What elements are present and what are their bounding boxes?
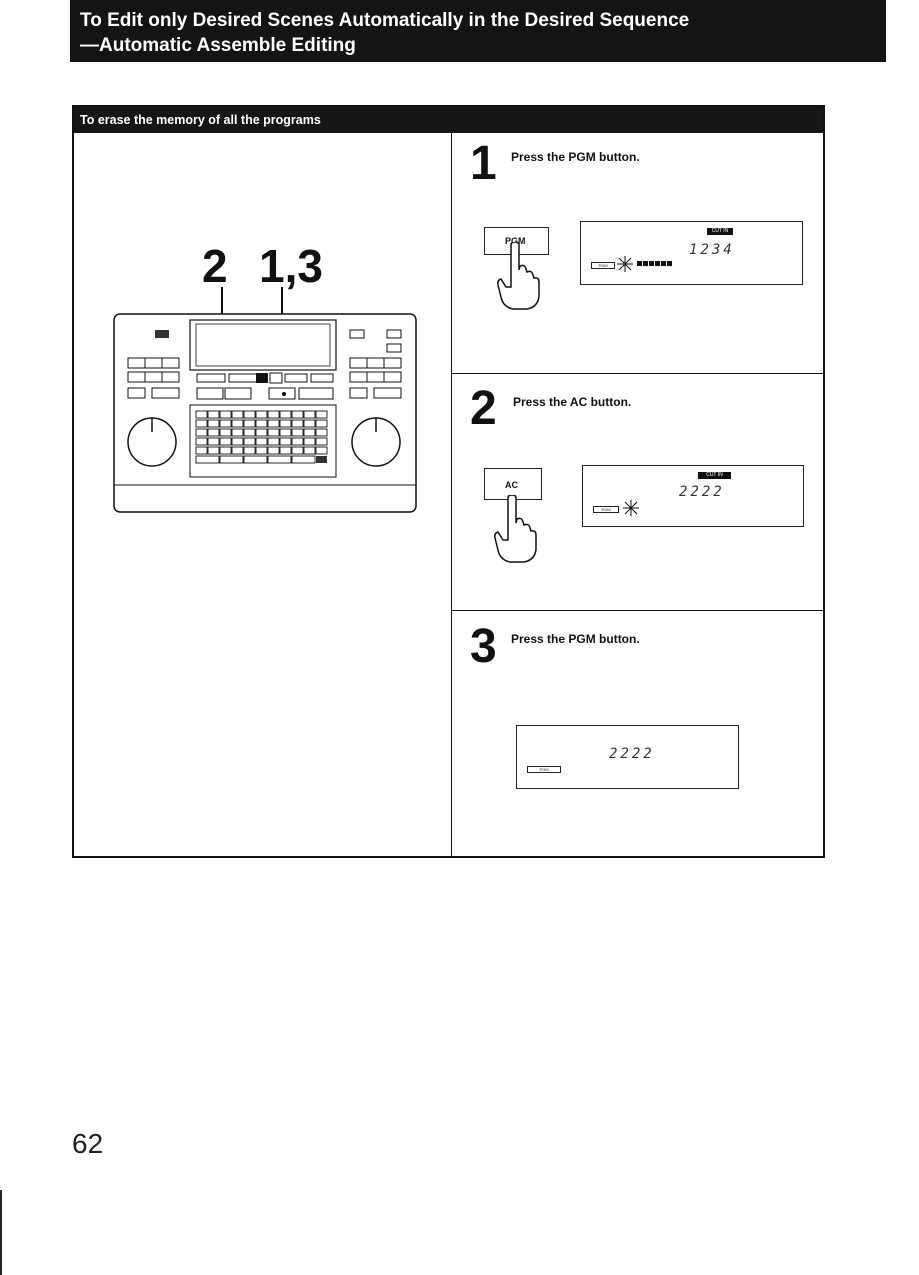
step-1-text: Press the PGM button.	[511, 150, 640, 164]
display-badge: CUT IN	[698, 472, 731, 479]
ac-button-label: AC	[505, 480, 518, 490]
display-panel-step-3: 2222 PGM	[516, 725, 739, 789]
page-header: To Edit only Desired Scenes Automaticall…	[70, 0, 886, 62]
pressing-hand-icon	[491, 495, 541, 563]
display-mode-indicator: PGM	[527, 766, 561, 773]
step-3-number: 3	[470, 623, 497, 671]
display-mode-indicator: PGM	[591, 262, 615, 269]
callout-steps-1-3: 1,3	[259, 243, 323, 289]
display-badge: CUT IN	[707, 228, 733, 235]
display-digits: 2222	[679, 484, 725, 500]
step-divider	[451, 610, 825, 611]
page-number: 62	[72, 1128, 103, 1160]
margin-rule	[0, 1190, 2, 1275]
display-mode-indicator: PGM	[593, 506, 619, 513]
editing-controller-illustration	[104, 287, 424, 517]
section-title: To erase the memory of all the programs	[80, 113, 321, 127]
step-divider	[451, 373, 825, 374]
callout-step-2: 2	[202, 243, 228, 289]
instruction-panel: To erase the memory of all the programs …	[72, 105, 825, 858]
display-panel-step-2: CUT IN 2222 PGM	[582, 465, 804, 527]
blinking-icon	[617, 254, 677, 274]
display-digits: 2222	[609, 746, 655, 762]
blinking-icon	[621, 498, 643, 518]
display-panel-step-1: CUT IN 1234 PGM	[580, 221, 803, 285]
step-1-number: 1	[470, 140, 497, 188]
header-title-line2: —Automatic Assemble Editing	[80, 35, 356, 57]
display-digits: 1234	[689, 242, 735, 258]
header-title-line1: To Edit only Desired Scenes Automaticall…	[80, 10, 689, 32]
step-2-text: Press the AC button.	[513, 395, 631, 409]
column-divider	[451, 133, 452, 858]
pressing-hand-icon	[494, 242, 544, 310]
step-3-text: Press the PGM button.	[511, 632, 640, 646]
step-2-number: 2	[470, 385, 497, 433]
section-bar: To erase the memory of all the programs	[74, 107, 823, 133]
